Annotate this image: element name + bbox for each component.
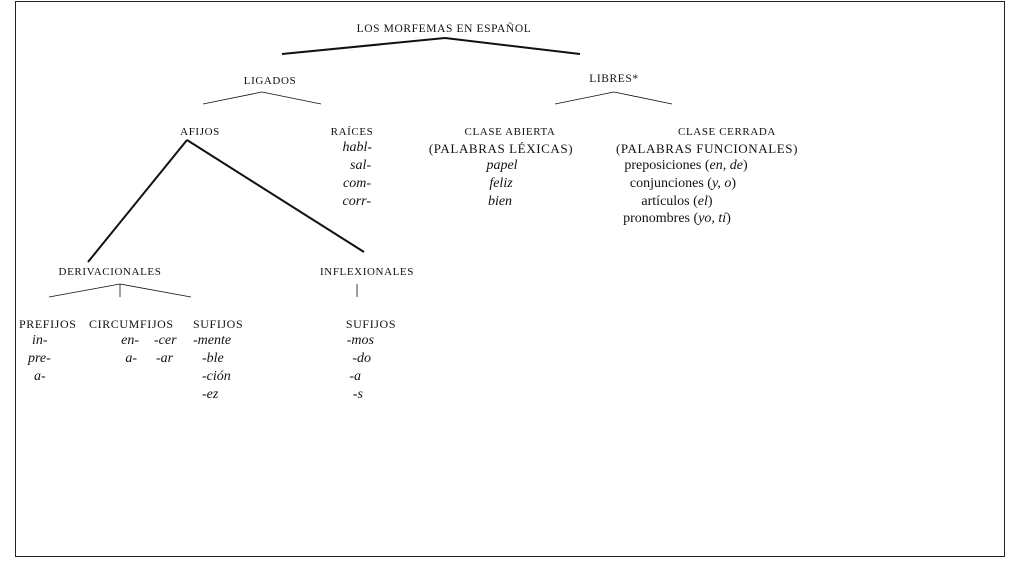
sufijo-deriv-item: -mente (193, 333, 232, 348)
edge-root-ligados (281, 37, 446, 55)
prefijo-item: in- (32, 333, 48, 348)
edge-root-libres (444, 37, 581, 55)
node-inflexionales: INFLEXIONALES (320, 266, 414, 278)
node-libres: LIBRES* (589, 73, 639, 85)
node-clase-abierta: CLASE ABIERTA (464, 126, 556, 138)
sufijo-deriv-item: -ción (202, 369, 231, 384)
circumfijo-right-item: -ar (156, 351, 174, 366)
circumfijo-left-item: en- (121, 333, 139, 348)
node-sufijos-inflex: SUFIJOS (345, 317, 397, 331)
edge-libres-abierta (554, 91, 615, 105)
clase-cerrada-item: pronombres (yo, tí) (623, 211, 731, 226)
node-circumfijos: CIRCUMFIJOS (89, 317, 174, 331)
clase-abierta-item: feliz (489, 176, 513, 191)
edge-afijos-derivacionales (87, 139, 188, 263)
node-derivacionales: DERIVACIONALES (58, 266, 162, 278)
sufijo-deriv-item: -ble (202, 351, 224, 366)
raiz-item: habl- (342, 140, 372, 155)
node-afijos: AFIJOS (180, 126, 220, 138)
clase-cerrada-sublabel: (PALABRAS FUNCIONALES) (615, 141, 799, 156)
edge-deriv-prefijos (48, 283, 121, 298)
edge-deriv-sufijos (119, 283, 192, 298)
edge-ligados-raices (261, 91, 322, 105)
prefijo-item: a- (34, 369, 46, 384)
sufijo-inflex-item: -do (352, 351, 371, 366)
edge-afijos-inflexionales (186, 139, 365, 253)
node-raices: RAÍCES (330, 126, 374, 138)
sufijo-inflex-item: -s (352, 387, 363, 402)
node-prefijos: PREFIJOS (19, 317, 77, 331)
raiz-item: sal- (350, 158, 371, 173)
circumfijo-left-item: a- (125, 351, 137, 366)
clase-cerrada-item: conjunciones (y, o) (629, 176, 737, 191)
prefijo-item: pre- (28, 351, 51, 366)
clase-cerrada-item: preposiciones (en, de) (624, 158, 748, 173)
clase-abierta-item: bien (487, 194, 513, 209)
diagram-frame (15, 1, 1005, 557)
edge-ligados-afijos (202, 91, 263, 105)
edge-libres-cerrada (613, 91, 673, 105)
clase-abierta-item: papel (486, 158, 518, 173)
sufijo-inflex-item: -a (349, 369, 361, 384)
node-clase-cerrada: CLASE CERRADA (678, 126, 776, 138)
raiz-item: com- (343, 176, 371, 191)
node-root: LOS MORFEMAS EN ESPAÑOL (356, 23, 532, 35)
sufijo-inflex-item: -mos (346, 333, 374, 348)
raiz-item: corr- (342, 194, 372, 209)
clase-abierta-sublabel: (PALABRAS LÉXICAS) (428, 141, 574, 156)
circumfijo-right-item: -cer (154, 333, 177, 348)
clase-cerrada-item: artículos (el) (641, 194, 713, 209)
node-sufijos-deriv: SUFIJOS (193, 317, 244, 331)
node-ligados: LIGADOS (243, 75, 297, 87)
sufijo-deriv-item: -ez (202, 387, 219, 402)
